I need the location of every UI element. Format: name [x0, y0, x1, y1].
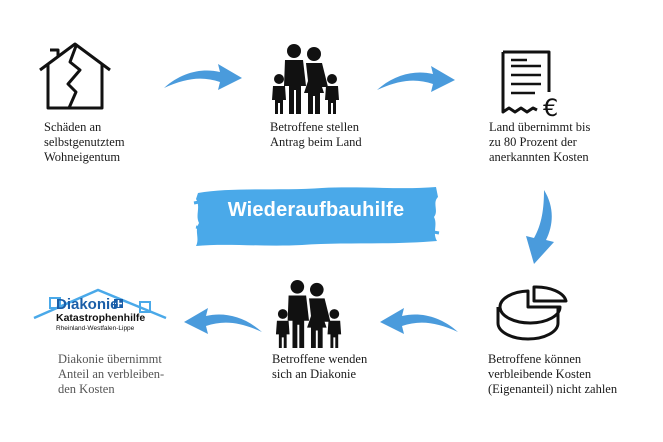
- logo-region: Rheinland-Westfalen-Lippe: [56, 325, 135, 332]
- diagram-title: Wiederaufbauhilfe: [227, 199, 405, 221]
- arrow-right-icon: [164, 64, 242, 90]
- title-banner: [193, 187, 440, 246]
- logo-name: Diakonie: [56, 296, 119, 313]
- logo-subtitle: Katastrophenhilfe: [56, 312, 146, 324]
- step-5-caption: Betroffene wenden sich an Diakonie: [272, 352, 368, 381]
- family-icon: [272, 44, 339, 114]
- pie-chart-icon: [496, 285, 568, 341]
- arrow-right-icon: [377, 66, 455, 92]
- arrow-left-icon: [184, 308, 262, 334]
- house-crack-icon: [39, 42, 111, 110]
- step-3-caption: Land übernimmt bis zu 80 Prozent der ane…: [489, 120, 591, 164]
- step-1-caption: Schäden an selbstgenutztem Wohneigentum: [44, 120, 125, 164]
- arrow-left-icon: [380, 308, 458, 334]
- svg-text:€: €: [543, 94, 558, 118]
- step-4-caption: Betroffene können verbleibende Kosten (E…: [488, 352, 618, 396]
- diakonie-logo: [33, 288, 167, 320]
- step-6-caption: Diakonie übernimmt Anteil an verbleiben-…: [58, 352, 165, 396]
- step-2-caption: Betroffene stellen Antrag beim Land: [270, 120, 362, 149]
- family-icon: [275, 279, 342, 349]
- arrow-down-icon: [526, 190, 554, 264]
- invoice-euro-icon: €: [501, 50, 558, 118]
